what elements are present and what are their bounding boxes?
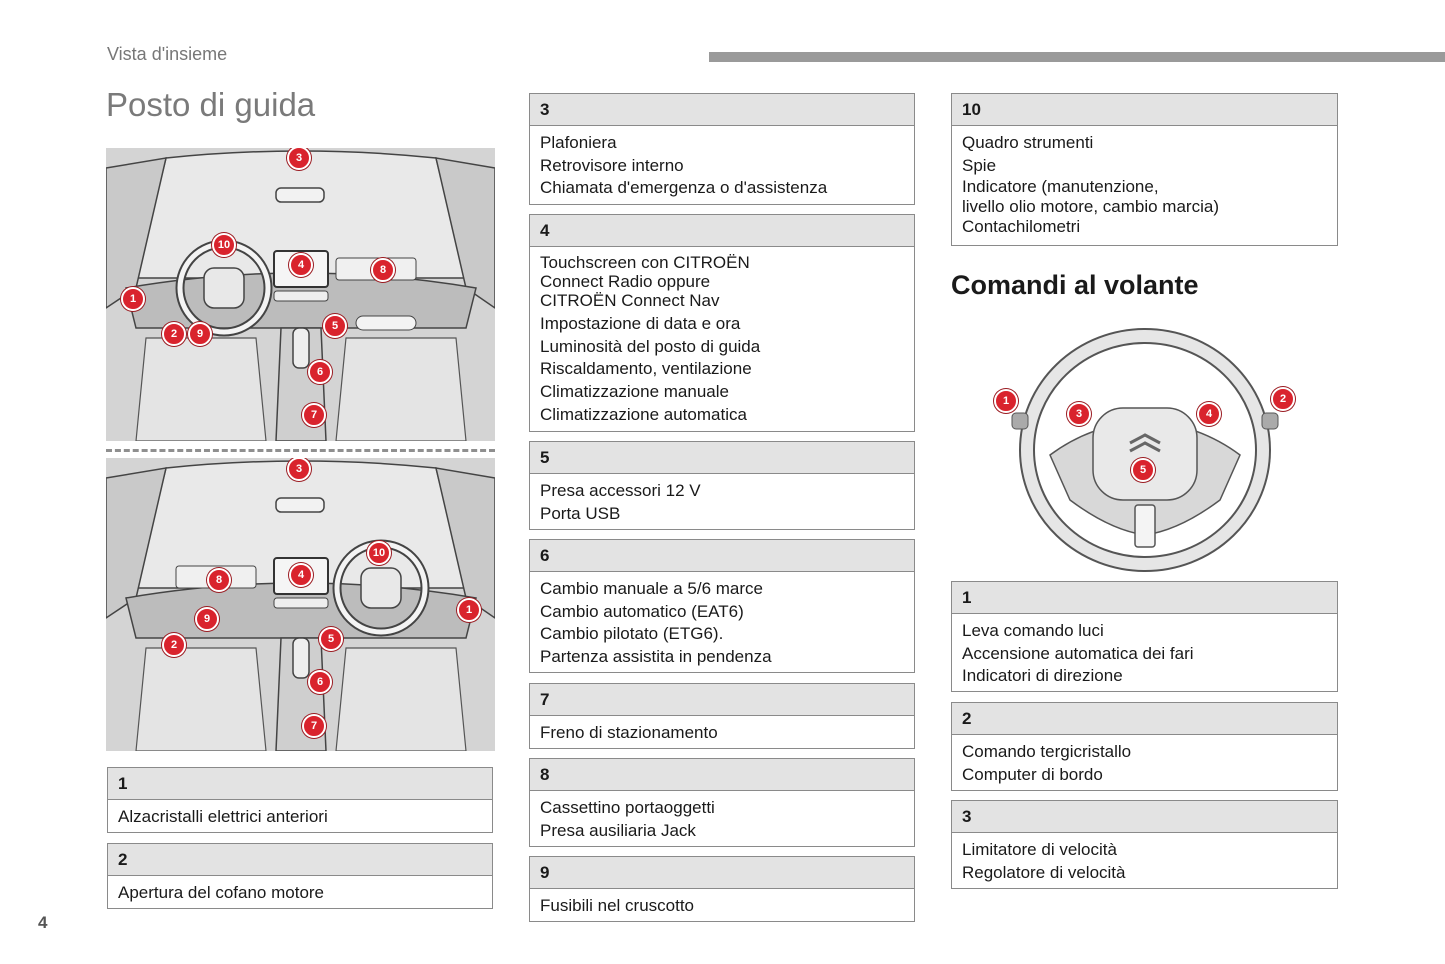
callout-4: 4	[289, 563, 313, 587]
steering-title: Comandi al volante	[951, 270, 1199, 300]
callout-2: 2	[162, 633, 186, 657]
wheel-box-3: 3 Limitatore di velocità Regolatore di v…	[951, 800, 1338, 889]
box-number: 1	[108, 768, 492, 800]
box-number: 10	[952, 94, 1337, 126]
box-line: Freno di stazionamento	[540, 723, 718, 742]
box-line: Retrovisore interno	[540, 155, 684, 175]
box-line: Riscaldamento, ventilazione	[540, 359, 752, 379]
info-box-2: 2 Apertura del cofano motore	[107, 843, 493, 909]
box-number: 5	[530, 442, 914, 474]
box-line: Leva comando luci	[962, 621, 1104, 640]
box-line: Indicatori di direzione	[962, 666, 1123, 686]
box-line: CITROËN Connect Nav	[540, 291, 720, 310]
box-line: Cambio automatico (EAT6)	[540, 601, 744, 621]
callout-5: 5	[323, 314, 347, 338]
info-box-6: 6 Cambio manuale a 5/6 marce Cambio auto…	[529, 539, 915, 673]
page-title: Posto di guida	[106, 86, 316, 123]
callout-1: 1	[457, 598, 481, 622]
callout-7: 7	[302, 714, 326, 738]
info-box-5: 5 Presa accessori 12 V Porta USB	[529, 441, 915, 530]
box-number: 9	[530, 857, 914, 889]
info-box-4: 4 Touchscreen con CITROËN Connect Radio …	[529, 214, 915, 432]
box-line: Quadro strumenti	[962, 133, 1094, 152]
box-number: 8	[530, 759, 914, 791]
box-line: Cambio manuale a 5/6 marce	[540, 579, 764, 598]
section-label: Vista d'insieme	[107, 44, 228, 64]
info-box-9: 9 Fusibili nel cruscotto	[529, 856, 915, 922]
wheel-box-1: 1 Leva comando luci Accensione automatic…	[951, 581, 1338, 692]
callout-4: 4	[289, 253, 313, 277]
box-number: 2	[952, 703, 1337, 735]
header-bar	[709, 52, 1445, 62]
box-line: Climatizzazione automatica	[540, 404, 747, 424]
box-line: Indicatore (manutenzione,	[962, 177, 1159, 197]
info-box-7: 7 Freno di stazionamento	[529, 683, 915, 749]
callout-6: 6	[308, 360, 332, 384]
box-number: 6	[530, 540, 914, 572]
callout-3: 3	[287, 458, 311, 481]
box-number: 3	[530, 94, 914, 126]
box-line: Cambio pilotato (ETG6).	[540, 624, 724, 644]
callout-1: 1	[994, 389, 1018, 413]
box-line: Cassettino portaoggetti	[540, 798, 715, 817]
box-line: Connect Radio oppure	[540, 272, 711, 291]
callout-8: 8	[207, 568, 231, 592]
callout-9: 9	[195, 607, 219, 631]
box-line: Luminosità del posto di guida	[540, 336, 761, 356]
box-line: Computer di bordo	[962, 764, 1103, 784]
box-number: 1	[952, 582, 1337, 614]
box-line: Accensione automatica dei fari	[962, 643, 1194, 663]
callout-10: 10	[367, 541, 391, 565]
box-line: Partenza assistita in pendenza	[540, 647, 772, 667]
box-line: Presa accessori 12 V	[540, 481, 701, 500]
info-box-3: 3 Plafoniera Retrovisore interno Chiamat…	[529, 93, 915, 205]
box-line: Chiamata d'emergenza o d'assistenza	[540, 178, 828, 198]
dashed-separator	[106, 449, 495, 452]
box-line: Plafoniera	[540, 133, 617, 152]
callout-5: 5	[319, 627, 343, 651]
box-line: Touchscreen con CITROËN	[540, 253, 750, 272]
callout-10: 10	[212, 233, 236, 257]
box-line: Alzacristalli elettrici anteriori	[118, 807, 328, 826]
callout-3: 3	[287, 148, 311, 170]
callout-6: 6	[308, 670, 332, 694]
box-line: Fusibili nel cruscotto	[540, 896, 695, 915]
callout-7: 7	[302, 403, 326, 427]
callout-5: 5	[1131, 458, 1155, 482]
box-line: Regolatore di velocità	[962, 862, 1126, 882]
callout-4: 4	[1197, 402, 1221, 426]
callout-2: 2	[1271, 387, 1295, 411]
box-line: Spie	[962, 155, 997, 175]
box-line: Contachilometri	[962, 217, 1081, 237]
box-number: 4	[530, 215, 914, 247]
box-line: Porta USB	[540, 503, 621, 523]
callout-1: 1	[121, 287, 145, 311]
cockpit-rhd-drawing	[106, 458, 495, 751]
info-box-1: 1 Alzacristalli elettrici anteriori	[107, 767, 493, 833]
box-number: 3	[952, 801, 1337, 833]
wheel-box-2: 2 Comando tergicristallo Computer di bor…	[951, 702, 1338, 791]
callout-9: 9	[188, 322, 212, 346]
box-number: 2	[108, 844, 492, 876]
info-box-10: 10 Quadro strumenti Spie Indicatore (man…	[951, 93, 1338, 246]
cockpit-lhd-drawing	[106, 148, 495, 441]
box-line: Presa ausiliaria Jack	[540, 820, 696, 840]
box-line: Impostazione di data e ora	[540, 314, 741, 333]
cockpit-lhd-illustration: 3 10 4 8 1 2 9 5 6 7	[106, 148, 495, 441]
cockpit-rhd-illustration: 3 10 4 8 9 1 2 5 6 7	[106, 458, 495, 751]
page-number: 4	[38, 913, 48, 932]
info-box-8: 8 Cassettino portaoggetti Presa ausiliar…	[529, 758, 915, 847]
callout-2: 2	[162, 322, 186, 346]
steering-wheel-illustration: 1 2 3 4 5	[990, 325, 1300, 575]
box-line: Climatizzazione manuale	[540, 382, 729, 402]
callout-3: 3	[1067, 402, 1091, 426]
box-line: Limitatore di velocità	[962, 840, 1117, 859]
box-line: Comando tergicristallo	[962, 742, 1132, 761]
box-line: Apertura del cofano motore	[118, 883, 325, 902]
box-number: 7	[530, 684, 914, 716]
box-line: livello olio motore, cambio marcia)	[962, 196, 1219, 216]
steering-wheel-drawing	[1011, 328, 1279, 572]
callout-8: 8	[371, 258, 395, 282]
